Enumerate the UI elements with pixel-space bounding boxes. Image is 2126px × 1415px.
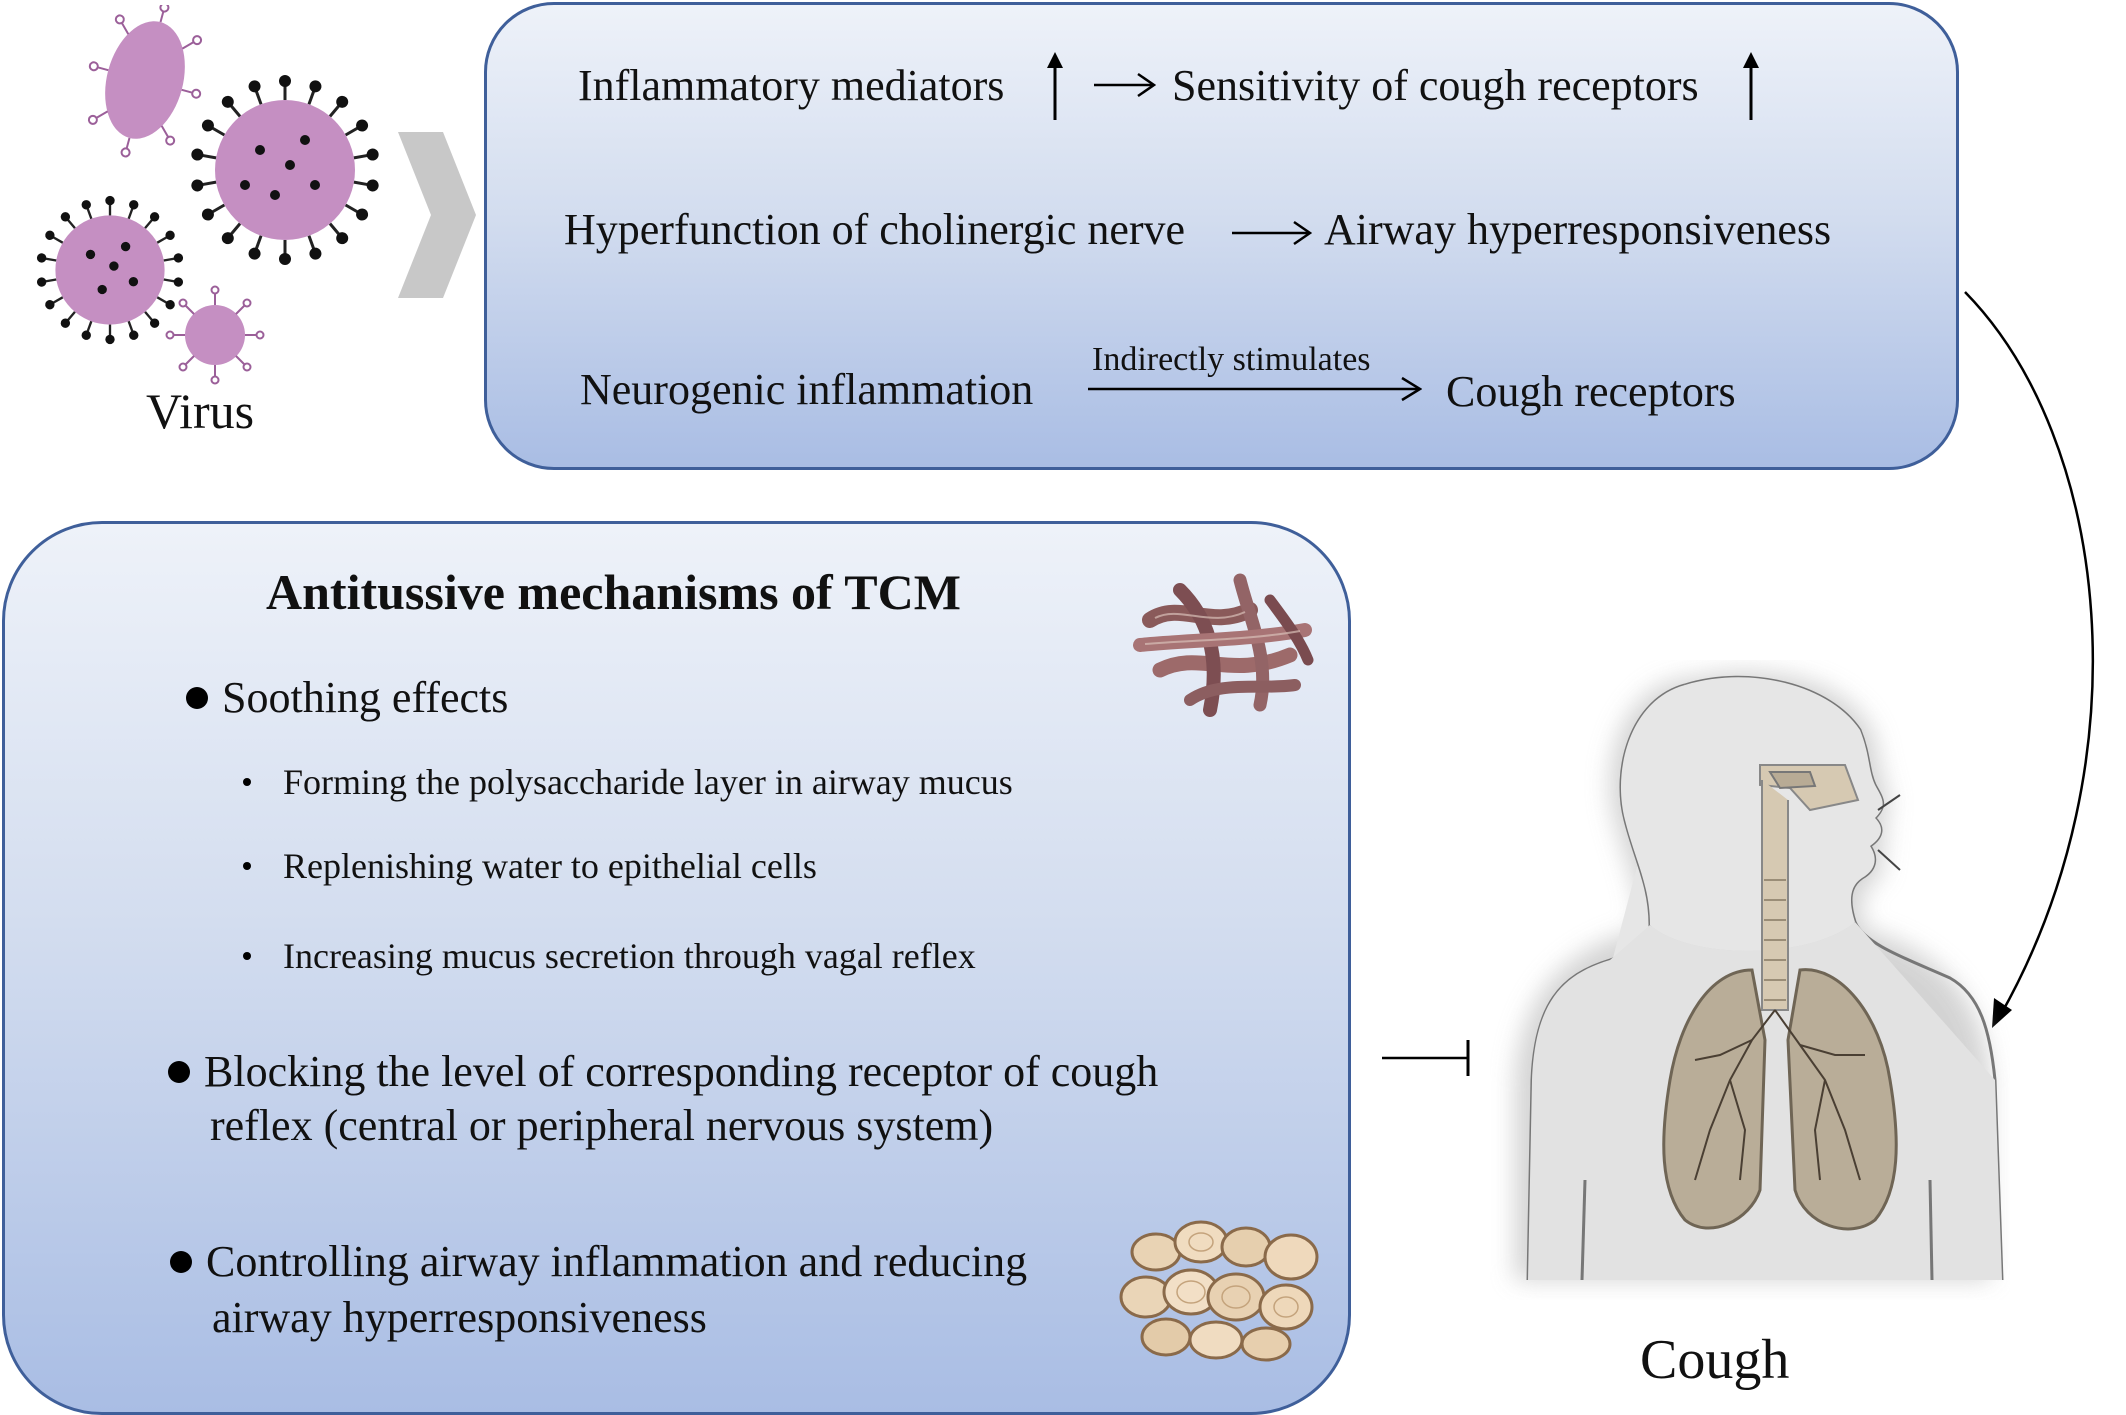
mechanism-item-text: Blocking the level of corresponding rece… bbox=[204, 1047, 1159, 1096]
bullet-dot bbox=[170, 1250, 192, 1273]
right-arrow-icon bbox=[1088, 376, 1422, 402]
mechanism-subitem: Replenishing water to epithelial cells bbox=[243, 848, 817, 884]
virus-icon bbox=[35, 5, 382, 385]
pathway-row2-left: Hyperfunction of cholinergic nerve bbox=[564, 205, 1186, 254]
pathway-row2-right: Airway hyperresponsiveness bbox=[1324, 205, 1832, 254]
bullet-dot bbox=[186, 686, 208, 709]
mechanism-subitem-text: Increasing mucus secretion through vagal… bbox=[283, 936, 976, 976]
bullet-dot bbox=[168, 1060, 190, 1083]
herb-roots-icon bbox=[1133, 573, 1314, 717]
bullet-dot bbox=[243, 951, 251, 960]
mechanism-item: Controlling airway inflammation and redu… bbox=[170, 1240, 1027, 1284]
curved-arrow bbox=[1964, 291, 2095, 1028]
mechanism-item-continued: reflex (central or peripheral nervous sy… bbox=[210, 1101, 994, 1150]
pathway-row3-left: Neurogenic inflammation bbox=[580, 365, 1034, 414]
right-arrow-icon bbox=[1094, 72, 1156, 98]
mechanism-subitem: Increasing mucus secretion through vagal… bbox=[243, 938, 976, 974]
up-arrow-icon bbox=[1743, 52, 1759, 120]
virus-label: Virus bbox=[146, 383, 255, 439]
pathway-row3-arrow-label: Indirectly stimulates bbox=[1092, 341, 1371, 378]
chevron-right-icon bbox=[398, 132, 476, 298]
mechanisms-title: Antitussive mechanisms of TCM bbox=[266, 564, 961, 620]
right-arrow-icon bbox=[1232, 220, 1312, 246]
human-respiratory-icon bbox=[1515, 671, 2004, 1281]
cough-label: Cough bbox=[1640, 1329, 1790, 1391]
mechanism-item-continued: airway hyperresponsiveness bbox=[212, 1293, 707, 1342]
bullet-dot bbox=[243, 777, 251, 786]
pathway-row3-right: Cough receptors bbox=[1446, 367, 1736, 416]
mechanism-item: Blocking the level of corresponding rece… bbox=[168, 1050, 1158, 1094]
mechanism-subitem: Forming the polysaccharide layer in airw… bbox=[243, 764, 1013, 800]
herb-slices-icon bbox=[1119, 1220, 1319, 1362]
mechanism-item: Soothing effects bbox=[186, 676, 508, 720]
mechanism-item-text: Controlling airway inflammation and redu… bbox=[206, 1237, 1028, 1286]
pathway-box bbox=[484, 2, 1959, 470]
inhibition-arrow bbox=[1382, 1040, 1470, 1076]
mechanism-subitem-text: Replenishing water to epithelial cells bbox=[283, 846, 817, 886]
pathway-row1-right: Sensitivity of cough receptors bbox=[1172, 61, 1699, 110]
mechanism-item-text: Soothing effects bbox=[222, 673, 509, 722]
pathway-row1-left: Inflammatory mediators bbox=[578, 61, 1005, 110]
mechanism-subitem-text: Forming the polysaccharide layer in airw… bbox=[283, 762, 1013, 802]
mechanisms-box bbox=[2, 521, 1351, 1415]
bullet-dot bbox=[243, 861, 251, 870]
up-arrow-icon bbox=[1047, 52, 1063, 120]
